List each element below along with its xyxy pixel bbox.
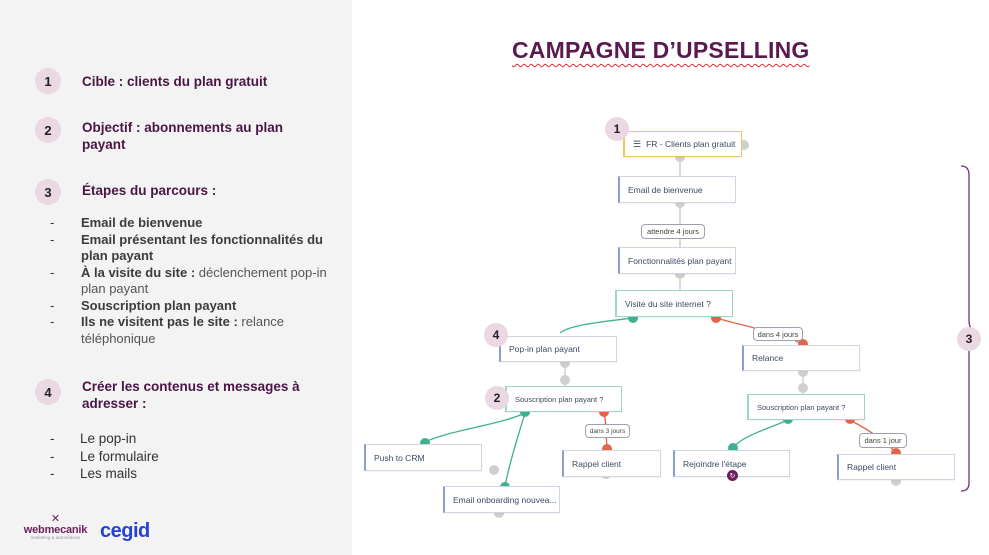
step-title-objective: Objectif : abonnements au plan payant bbox=[82, 120, 284, 152]
step-number-3: 3 bbox=[35, 179, 61, 205]
relance-node[interactable]: Relance bbox=[742, 345, 860, 371]
cegid-logo: cegid bbox=[100, 520, 150, 542]
webmecanik-mark-icon: ✕ bbox=[50, 513, 61, 525]
list-icon: ☰ bbox=[633, 138, 642, 149]
webmecanik-logo: ✕ webmecanik marketing & automations bbox=[18, 513, 93, 541]
onboarding-email-node[interactable]: Email onboarding nouvea... bbox=[443, 486, 560, 513]
step-title-target: Cible : clients du plan gratuit bbox=[82, 74, 268, 89]
diagram-marker-1: 1 bbox=[605, 117, 629, 141]
features-email-node[interactable]: Fonctionnalités plan payant bbox=[618, 247, 736, 274]
wait-pill: attendre 4 jours bbox=[641, 224, 705, 239]
teal-branch-line bbox=[504, 412, 526, 487]
teal-branch-line bbox=[559, 317, 634, 334]
rappel-client-node[interactable]: Rappel client bbox=[837, 454, 955, 480]
segment-node[interactable]: ☰FR - Clients plan gratuit bbox=[623, 131, 742, 157]
list-item: -Souscription plan payant bbox=[50, 297, 237, 313]
list-item: -Ils ne visitent pas le site : relance t… bbox=[50, 314, 285, 346]
step-title-journey: Étapes du parcours : bbox=[82, 183, 217, 198]
diagram-marker-4: 4 bbox=[484, 323, 508, 347]
delay-pill: dans 4 jours bbox=[753, 327, 803, 341]
step-number-2: 2 bbox=[35, 117, 61, 143]
subscription-check-node[interactable]: Souscription plan payant ? bbox=[747, 394, 865, 420]
step-number-4: 4 bbox=[35, 379, 61, 405]
site-visit-node[interactable]: Visite du site internet ? bbox=[615, 290, 733, 317]
list-item: -Le pop-in bbox=[50, 431, 137, 446]
subscription-check-node[interactable]: Souscription plan payant ? bbox=[505, 386, 622, 412]
delay-pill: dans 1 jour bbox=[859, 433, 907, 448]
delay-pill: dans 3 jours bbox=[585, 424, 630, 438]
left-panel: 1 Cible : clients du plan gratuit 2 Obje… bbox=[0, 0, 352, 555]
step-title-contents: Créer les contenus et messages à adresse… bbox=[82, 379, 300, 411]
list-item: -Le formulaire bbox=[50, 448, 159, 464]
list-item: -Email de bienvenue bbox=[50, 215, 203, 230]
contents-list: -Le pop-in -Le formulaire -Les mails bbox=[50, 430, 159, 483]
page-title: CAMPAGNE D’UPSELLING bbox=[512, 37, 810, 63]
list-item: -Les mails bbox=[50, 466, 138, 481]
teal-branch-line bbox=[732, 419, 789, 448]
list-item: -À la visite du site : déclenchement pop… bbox=[50, 264, 327, 297]
journey-steps-list: -Email de bienvenue -Email présentant le… bbox=[50, 215, 330, 347]
teal-branch-line bbox=[424, 412, 526, 443]
popin-node[interactable]: Pop-in plan payant bbox=[499, 336, 617, 362]
list-item: -Email présentant les fonctionnalités du… bbox=[50, 231, 323, 264]
rappel-client-node[interactable]: Rappel client bbox=[562, 450, 661, 477]
diagram-marker-3: 3 bbox=[957, 327, 981, 351]
welcome-email-node[interactable]: Email de bienvenue bbox=[618, 176, 736, 203]
diagram-marker-2: 2 bbox=[485, 386, 509, 410]
loop-icon: ↻ bbox=[727, 470, 738, 481]
step-number-1: 1 bbox=[35, 68, 61, 94]
push-crm-node[interactable]: Push to CRM bbox=[364, 444, 482, 471]
